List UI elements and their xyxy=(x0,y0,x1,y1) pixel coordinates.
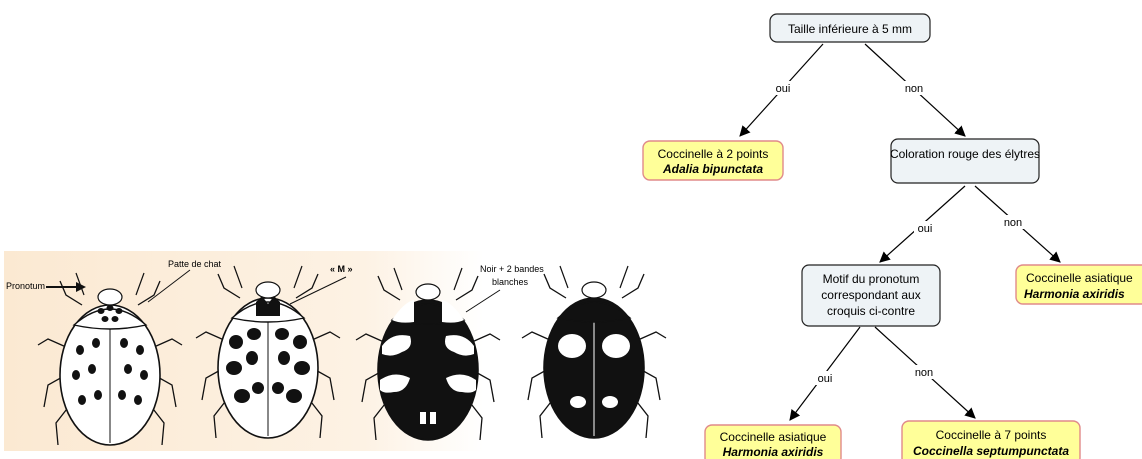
edge-label-root-no: non xyxy=(905,83,923,95)
result-coccinella-septumpunctata: Coccinelle à 7 points Coccinella septump… xyxy=(901,420,1081,459)
pronotum-arrow xyxy=(46,282,86,292)
result-3-species: Harmonia axiridis xyxy=(723,445,824,459)
label-noir-line2: blanches xyxy=(492,277,529,287)
result-1-name: Coccinelle à 2 points xyxy=(658,147,769,161)
beetle-sketches-panel: Pronotum Patte de chat « M » Noir + 2 ba… xyxy=(4,251,667,451)
beetle-sketch-1 xyxy=(37,272,183,446)
result-harmonia-axiridis-1: Coccinelle asiatique Harmonia axiridis xyxy=(1015,264,1142,305)
node-pronotum-pattern: Motif du pronotum correspondant aux croq… xyxy=(801,264,941,327)
noir-leader xyxy=(465,289,501,313)
beetle-sketch-2 xyxy=(195,265,341,439)
edge-label-q2-no: non xyxy=(1004,217,1022,229)
edge-label-q3-no: non xyxy=(915,367,933,379)
edge-label-q2-yes: oui xyxy=(918,223,933,235)
node-pronotum-line3: croquis ci-contre xyxy=(827,304,915,318)
node-red-elytra-text: Coloration rouge des élytres xyxy=(890,147,1040,161)
patte-de-chat-leader xyxy=(147,269,191,303)
label-pronotum: Pronotum xyxy=(6,281,45,291)
node-root-size-text: Taille inférieure à 5 mm xyxy=(788,22,912,36)
beetle-sketch-4 xyxy=(521,265,667,439)
result-4-species: Coccinella septumpunctata xyxy=(913,444,1069,458)
edge-label-q3-yes: oui xyxy=(818,373,833,385)
result-harmonia-axiridis-2: Coccinelle asiatique Harmonia axiridis xyxy=(704,424,842,459)
result-3-name: Coccinelle asiatique xyxy=(720,430,827,444)
label-m: « M » xyxy=(330,264,353,274)
m-leader xyxy=(289,276,347,305)
edge-label-root-yes: oui xyxy=(776,83,791,95)
node-pronotum-line1: Motif du pronotum xyxy=(823,272,920,286)
result-2-species: Harmonia axiridis xyxy=(1024,287,1125,301)
beetle-sketch-3 xyxy=(355,267,501,441)
result-4-name: Coccinelle à 7 points xyxy=(936,428,1047,442)
node-pronotum-line2: correspondant aux xyxy=(821,288,920,302)
result-1-species: Adalia bipunctata xyxy=(662,162,763,176)
result-2-name: Coccinelle asiatique xyxy=(1026,271,1133,285)
decision-key: oui non oui non oui non Taille inférieur… xyxy=(642,13,1142,459)
node-red-elytra: Coloration rouge des élytres xyxy=(890,138,1040,184)
node-root-size: Taille inférieure à 5 mm xyxy=(769,13,931,43)
result-adalia-bipunctata: Coccinelle à 2 points Adalia bipunctata xyxy=(642,140,784,181)
label-noir-line1: Noir + 2 bandes xyxy=(480,264,544,274)
label-patte-de-chat: Patte de chat xyxy=(168,259,222,269)
